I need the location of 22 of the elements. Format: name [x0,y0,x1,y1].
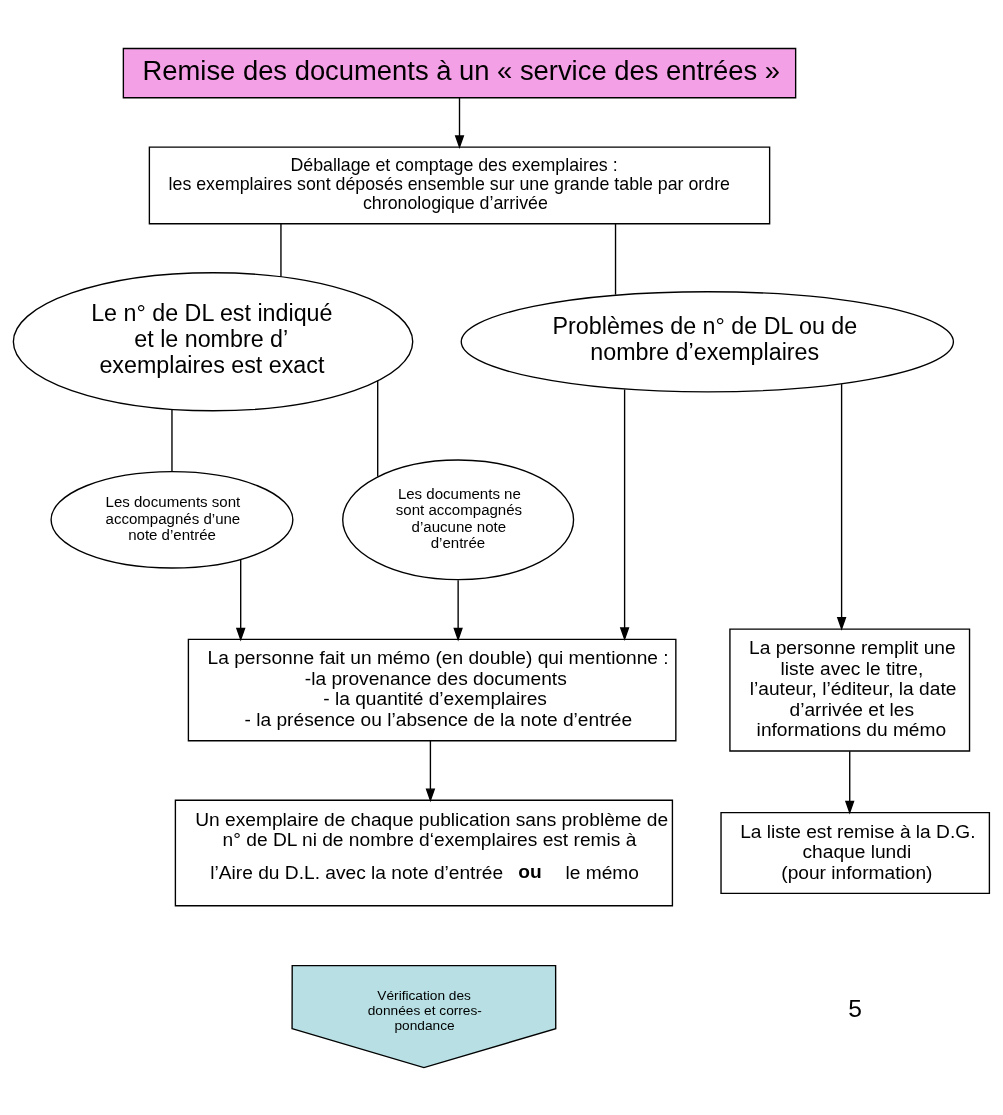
node-box: Un exemplaire de chaque publication sans problème de n° de DL ni de nombre d‘exemplaires est remis à l’Aire du D.L. avec la note d’entrée ou le mémo [174,799,674,906]
node-ellipse: Les documents ne sont accompagnés d’aucune note d’entrée [342,458,575,580]
node-ellipse: Problèmes de n° de DL ou de nombre d’exemplaires [460,290,955,392]
node-box: La liste est remise à la D.G. chaque lundi (pour information) [720,811,991,894]
node-box: Remise des documents à un « service des entrées » [122,47,797,98]
node-box: Déballage et comptage des exemplaires : les exemplaires sont déposés ensemble sur une grande table par ordre chronologique d’arrivée [148,145,771,224]
node-box: La personne fait un mémo (en double) qui mentionne : -la provenance des documents - la quantité d’exemplaires - la présence ou l’absence de la note d’entrée [187,638,677,741]
connector [171,407,173,472]
connector [280,222,282,277]
node-box: La personne remplit une liste avec le titre, l’auteur, l’éditeur, la date d’arrivée et les informations du mémo [729,627,971,752]
node-ellipse: Les documents sont accompagnés d’une note d’entrée [50,470,294,569]
arrow [453,579,463,641]
label: 5 [848,994,863,1022]
arrow [235,558,246,641]
connector [377,379,379,477]
connector [614,222,617,295]
arrow [836,382,847,631]
arrow [844,750,855,814]
node-ellipse: Le n° de DL est indiqué et le nombre d’ exemplaires est exact [12,271,414,411]
arrow [619,388,630,641]
arrow [454,96,465,149]
arrow [425,739,436,802]
